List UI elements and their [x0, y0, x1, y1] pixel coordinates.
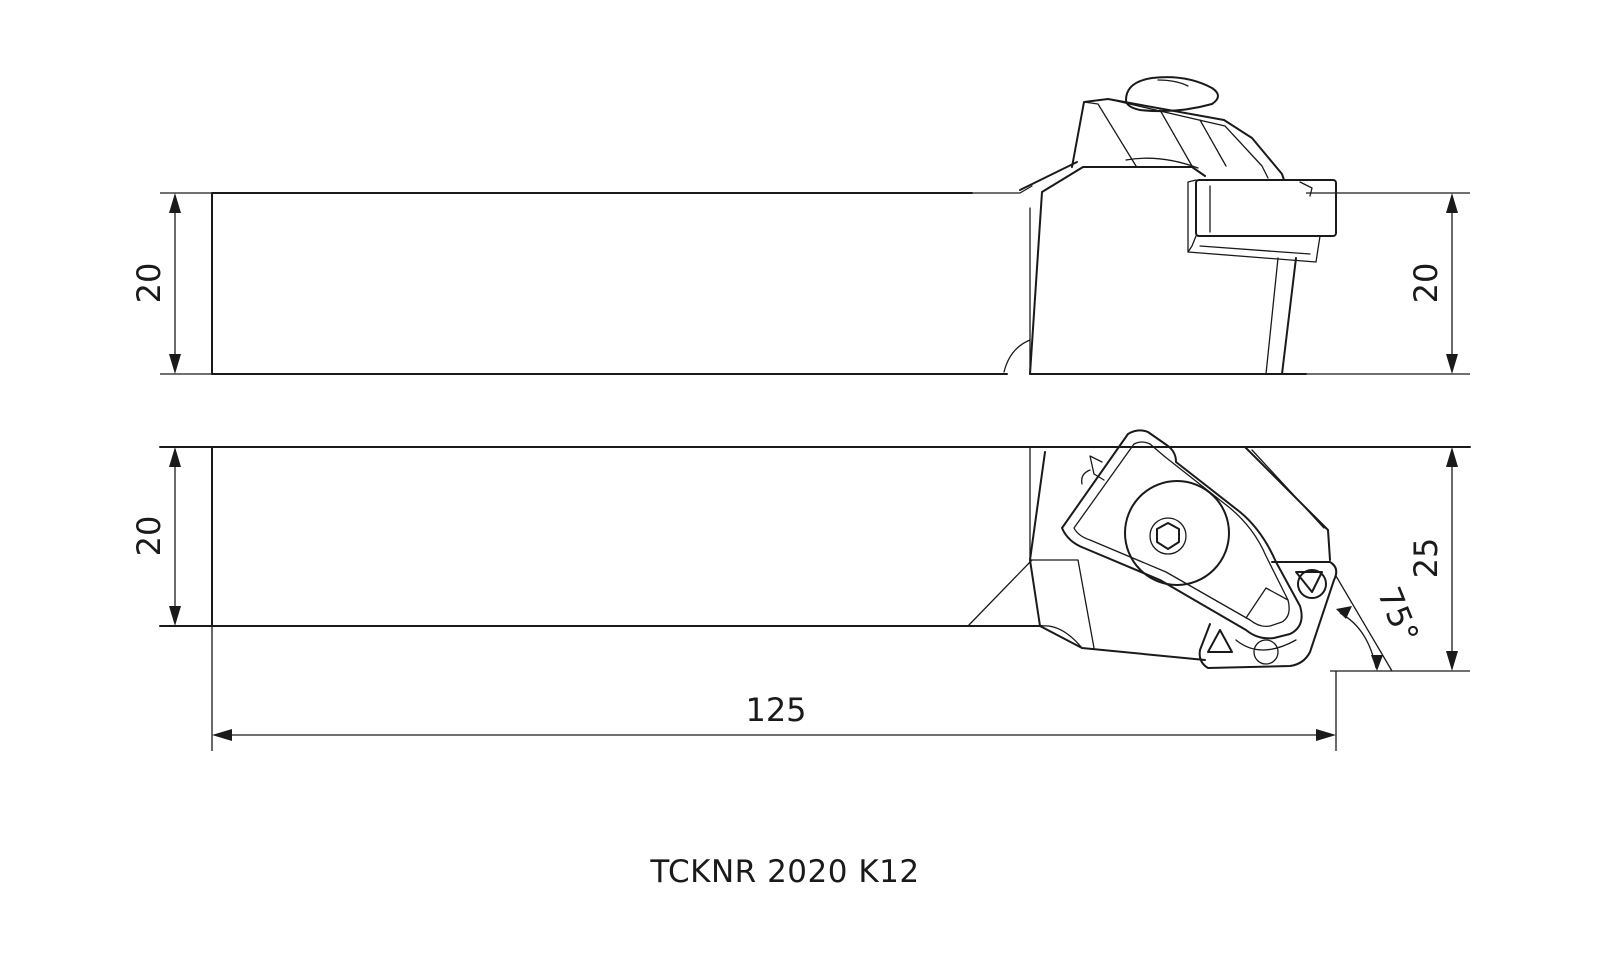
- dim-overall-length-label: 125: [745, 691, 806, 729]
- side-view-insert: [1187, 179, 1337, 263]
- top-view-head: [1029, 446, 1331, 661]
- dim-side-height-right: 20: [1306, 192, 1470, 375]
- top-view-insert: [1198, 561, 1338, 669]
- dim-top-width: 20: [130, 447, 181, 626]
- top-view-shank: [159, 446, 1471, 649]
- side-view: 20 20: [130, 76, 1470, 375]
- dim-overall-length: 125: [211, 626, 1337, 751]
- clamp-screw-head: [1125, 76, 1219, 113]
- top-view-screw: [1081, 455, 1230, 586]
- dim-head-width-label: 25: [1407, 538, 1445, 579]
- dim-side-height-left: 20: [130, 192, 212, 375]
- top-view: 20 25 75°: [130, 429, 1471, 672]
- side-view-clamp: [1071, 98, 1285, 181]
- dim-approach-angle-label: 75°: [1370, 581, 1426, 648]
- model-designation: TCKNR 2020 K12: [650, 854, 920, 890]
- top-view-clamp: [1061, 429, 1303, 640]
- dim-side-height-left-label: 20: [130, 263, 168, 304]
- dim-top-width-label: 20: [130, 516, 168, 557]
- dim-approach-angle: 75°: [1335, 575, 1426, 672]
- side-view-shank: [211, 185, 1033, 375]
- dim-head-width: 25: [1330, 447, 1470, 672]
- side-view-head: [1019, 161, 1307, 375]
- dim-side-height-right-label: 20: [1407, 263, 1445, 304]
